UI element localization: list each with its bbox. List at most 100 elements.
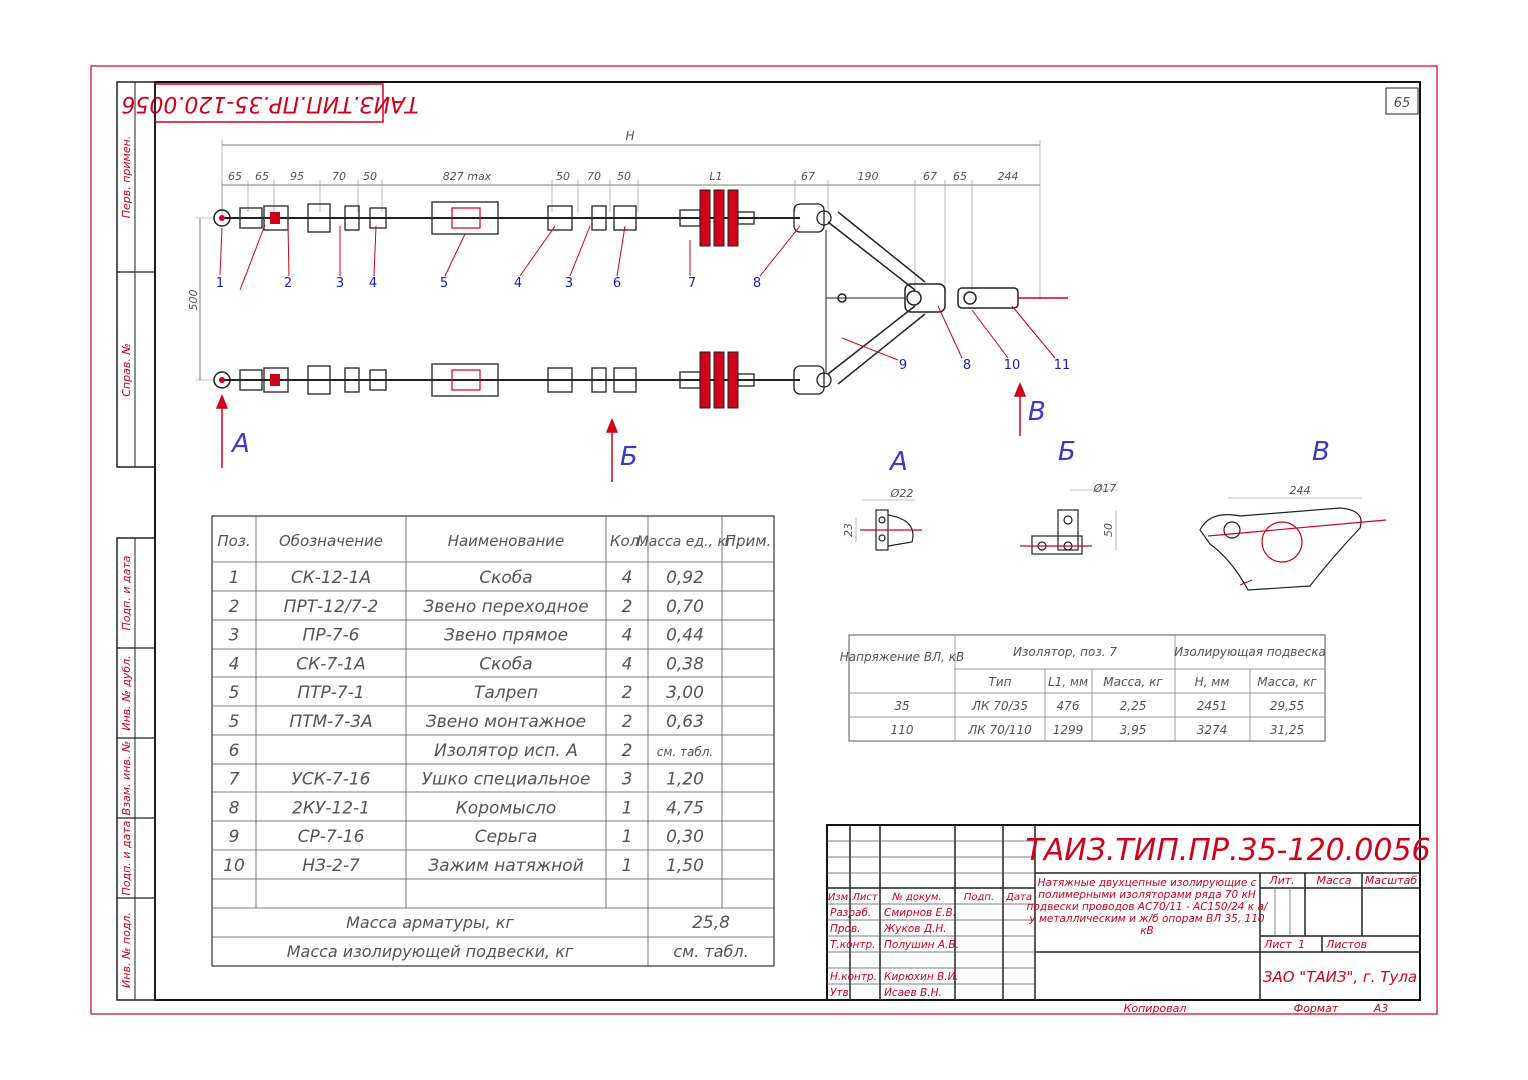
upper-chain <box>213 189 832 247</box>
dim-overall-h: H <box>625 129 634 143</box>
view-arrow-v: В <box>1028 397 1046 427</box>
parts-cell-r3-c4: 0,38 <box>666 654 704 674</box>
vt-cell-r1-c3: 3,95 <box>1120 723 1147 737</box>
tb-col-list: Лист <box>851 892 879 903</box>
dim-7: 70 <box>587 170 601 183</box>
vt-cell-r1-c0: 110 <box>891 723 914 737</box>
callout-7: 6 <box>613 276 621 291</box>
vt-sub-l1: L1, мм <box>1048 675 1088 689</box>
dim-2: 95 <box>290 170 304 183</box>
parts-cell-r4-c1: ПТР-7-1 <box>297 683 364 703</box>
parts-cell-r6-c3: 2 <box>622 741 633 761</box>
callout-3: 4 <box>369 276 377 291</box>
tb-name-2: Полушин А.В. <box>884 939 959 951</box>
parts-cell-r10-c1: НЗ-2-7 <box>302 856 360 876</box>
parts-cell-r1-c1: ПРТ-12/7-2 <box>284 597 379 617</box>
tb-description-line-0: Натяжные двухцепные изолирующие с <box>1038 877 1257 889</box>
parts-cell-r2-c1: ПР-7-6 <box>303 626 360 646</box>
vt-cell-r1-c4: 3274 <box>1197 723 1228 737</box>
parts-header-qty: Кол. <box>610 532 644 550</box>
parts-cell-r3-c0: 4 <box>229 654 240 674</box>
tb-scale: Масштаб <box>1365 874 1417 887</box>
detail-title-a: А <box>888 447 908 477</box>
vt-sub-mass2: Масса, кг <box>1257 675 1317 689</box>
parts-cell-r8-c3: 1 <box>622 798 633 818</box>
tb-description-line-4: кВ <box>1140 925 1154 937</box>
callout-5: 4 <box>514 276 522 291</box>
stamp-label-0: Перв. примен. <box>120 136 133 219</box>
parts-cell-r2-c3: 4 <box>622 626 633 646</box>
parts-cell-r3-c3: 4 <box>622 654 633 674</box>
parts-cell-r3-c2: Скоба <box>479 654 532 674</box>
detail-v-width: 244 <box>1290 484 1311 497</box>
detail-a-height: 23 <box>842 523 855 537</box>
parts-cell-r0-c0: 1 <box>229 568 240 588</box>
tb-name-1: Жуков Д.Н. <box>883 923 947 935</box>
tb-name-4: Исаев В.Н. <box>884 987 942 999</box>
tb-role-2: Т.контр. <box>830 939 876 951</box>
callout-r2: 10 <box>1004 358 1021 373</box>
parts-cell-r1-c0: 2 <box>229 597 240 617</box>
dim-4: 50 <box>363 170 377 183</box>
parts-cell-r10-c0: 10 <box>223 856 245 876</box>
parts-cell-r9-c2: Серьга <box>475 827 538 847</box>
callout-2: 3 <box>336 276 344 291</box>
vt-h-insulator: Изолятор, поз. 7 <box>1013 645 1117 659</box>
parts-cell-r0-c2: Скоба <box>479 568 532 588</box>
tb-company: ЗАО "ТАИЗ", г. Тула <box>1263 968 1417 986</box>
vt-cell-r0-c5: 29,55 <box>1270 699 1304 713</box>
stamp-label-6: Инв. № подл. <box>120 912 133 988</box>
rotated-code: ТАИЗ.ТИП.ПР.35-120.0056 <box>121 91 418 116</box>
page-number: 65 <box>1394 96 1411 111</box>
callout-8: 7 <box>688 276 696 291</box>
parts-cell-r8-c4: 4,75 <box>666 798 704 818</box>
dim-8: 50 <box>617 170 631 183</box>
parts-cell-r0-c1: СК-12-1А <box>291 568 371 588</box>
tb-col-izm: Изм <box>828 892 849 903</box>
parts-cell-r4-c3: 2 <box>622 683 633 703</box>
tb-col-date: Дата <box>1005 892 1032 903</box>
parts-cell-r10-c4: 1,50 <box>666 856 704 876</box>
dim-13: 65 <box>953 170 967 183</box>
parts-cell-r6-c2: Изолятор исп. А <box>434 741 578 761</box>
vt-sub-type: Тип <box>989 675 1012 689</box>
tb-sheet-label: Лист <box>1263 938 1292 951</box>
tb-name-0: Смирнов Е.В. <box>884 907 956 919</box>
stamp-label-1: Справ. № <box>120 343 133 397</box>
tb-lit: Лит. <box>1268 874 1294 887</box>
tb-sheets-label: Листов <box>1325 938 1367 951</box>
title-block: ТАИЗ.ТИП.ПР.35-120.0056 Натяжные двухцеп… <box>826 824 1431 1015</box>
dim-3: 70 <box>332 170 346 183</box>
mass-suspension-value: см. табл. <box>673 942 748 961</box>
tb-name-3: Кирюхин В.И. <box>884 971 959 983</box>
view-arrow-a: А <box>230 429 250 459</box>
mass-suspension-label: Масса изолирующей подвески, кг <box>287 942 574 961</box>
parts-cell-r9-c3: 1 <box>622 827 633 847</box>
parts-cell-r0-c4: 0,92 <box>666 568 704 588</box>
parts-cell-r2-c0: 3 <box>229 626 240 646</box>
stamp-label-2: Подп. и дата <box>120 555 133 630</box>
vt-cell-r1-c2: 1299 <box>1053 723 1084 737</box>
lower-chain <box>213 351 832 409</box>
dim-1: 65 <box>255 170 269 183</box>
parts-cell-r5-c4: 0,63 <box>666 712 704 732</box>
view-arrow-b: Б <box>620 442 638 472</box>
dim-5: 827 max <box>443 170 492 183</box>
tb-role-4: Утв. <box>830 987 852 999</box>
callout-6: 3 <box>565 276 573 291</box>
parts-cell-r5-c3: 2 <box>622 712 633 732</box>
tb-col-doc: № докум. <box>891 892 941 903</box>
title-code: ТАИЗ.ТИП.ПР.35-120.0056 <box>1025 833 1430 868</box>
detail-title-v: В <box>1312 437 1330 467</box>
parts-cell-r4-c0: 5 <box>229 683 240 703</box>
stamp-label-4: Взам. инв. № <box>120 741 133 816</box>
detail-views: А Б В Ø22 23 Ø17 50 <box>842 437 1387 591</box>
parts-cell-r7-c2: Ушко специальное <box>422 770 591 790</box>
parts-cell-r4-c2: Талреп <box>474 683 538 703</box>
tb-role-0: Разраб. <box>830 907 871 919</box>
dim-6: 50 <box>556 170 570 183</box>
detail-b-diam: Ø17 <box>1093 482 1117 495</box>
vt-h-voltage: Напряжение ВЛ, кВ <box>840 650 964 664</box>
tb-description-line-2: подвески проводов АС70/11 - АС150/24 к а… <box>1027 901 1269 913</box>
